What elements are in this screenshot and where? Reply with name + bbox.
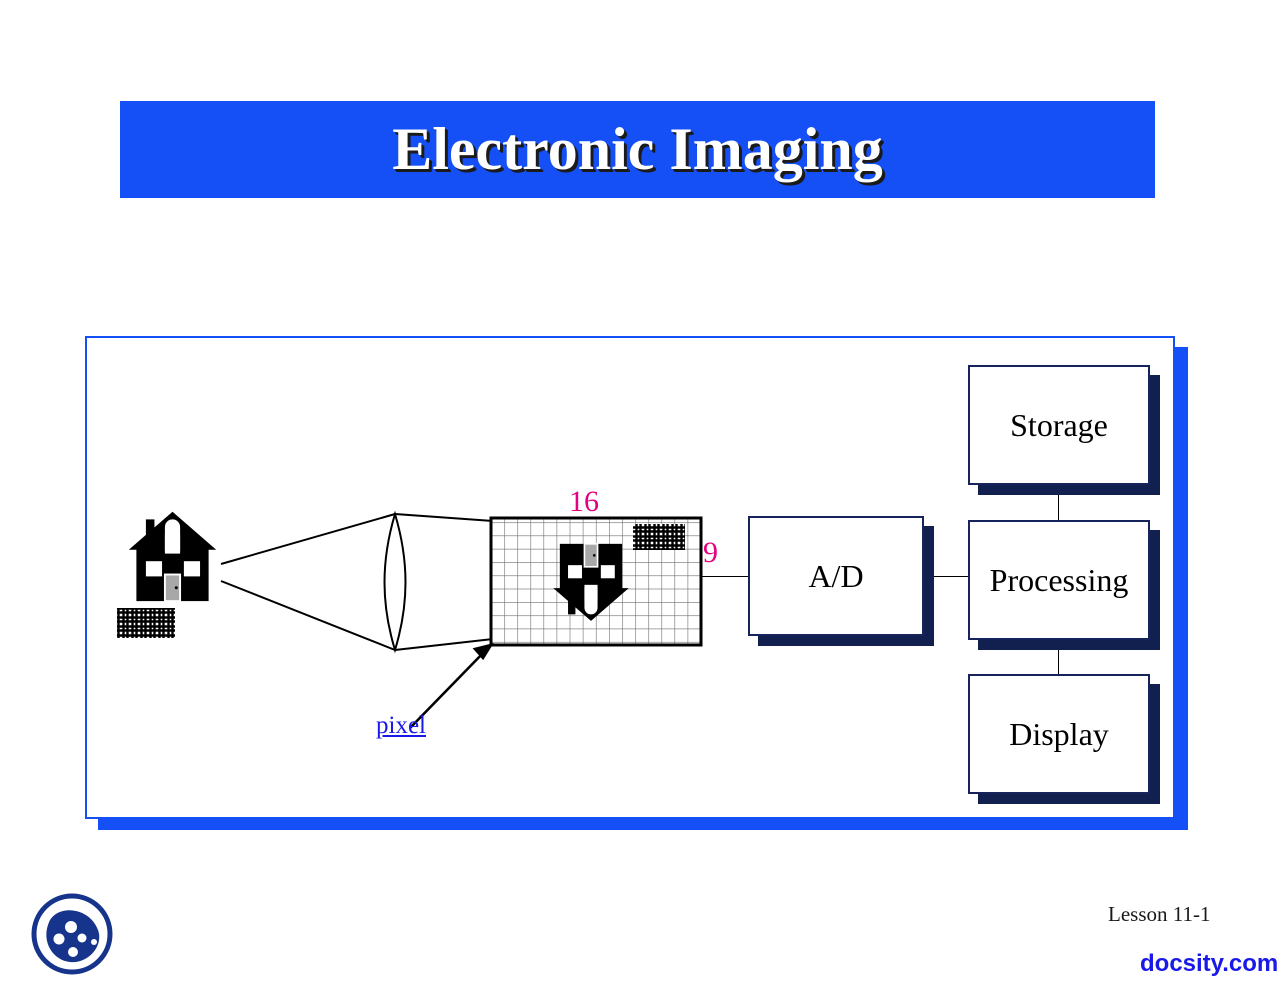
lesson-number-label: Lesson 11-1 (1108, 902, 1211, 926)
connector-sensor-to-ad (700, 576, 748, 577)
connector-ad-to-processing (924, 576, 968, 577)
title-banner: Electronic Imaging (120, 101, 1155, 198)
connector-processing-to-display (1058, 640, 1059, 674)
storage-box-label: Storage (1010, 406, 1108, 443)
display-box[interactable]: Display (968, 674, 1150, 794)
projected-inverted-fence-icon (633, 524, 685, 550)
ad-box[interactable]: A/D (748, 516, 924, 636)
sensor-height-label: 9 (703, 536, 718, 569)
light-rays (220, 513, 494, 651)
docsity-logo-icon (31, 893, 113, 975)
display-box-label: Display (1009, 715, 1109, 752)
processing-box[interactable]: Processing (968, 520, 1150, 640)
optical-scene (117, 510, 703, 729)
source-house-icon (127, 510, 218, 603)
storage-box[interactable]: Storage (968, 365, 1150, 485)
sensor-grid (489, 516, 703, 647)
processing-box-label: Processing (989, 561, 1129, 598)
ad-box-label: A/D (808, 557, 864, 594)
page-title: Electronic Imaging (392, 116, 883, 182)
connector-storage-to-processing (1058, 485, 1059, 520)
source-fence-icon (117, 608, 175, 638)
docsity-site-label[interactable]: docsity.com (1140, 950, 1279, 977)
pixel-pointer-arrow (409, 642, 494, 729)
lens-icon (383, 510, 407, 654)
sensor-width-label: 16 (569, 485, 599, 518)
pixel-link-label[interactable]: pixel (376, 712, 426, 739)
